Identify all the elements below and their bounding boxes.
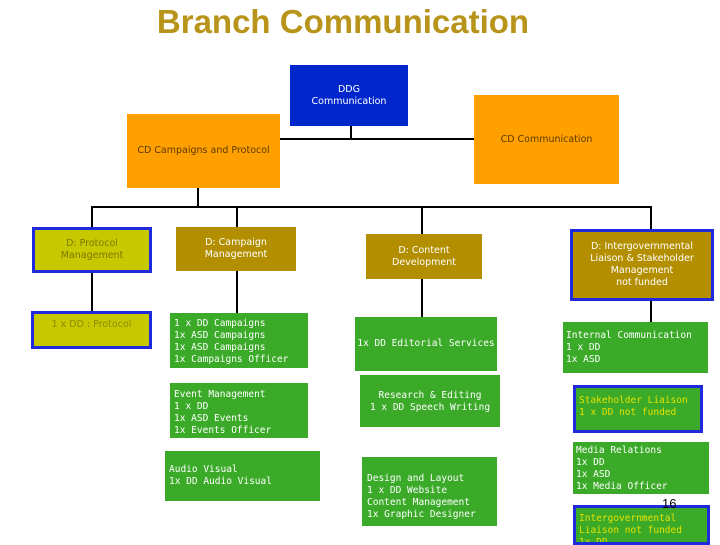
dd-protocol-box: 1 x DD : Protocol: [31, 311, 152, 349]
cd-communication-box: CD Communication: [474, 95, 619, 184]
connector-line: [236, 206, 238, 228]
connector-line: [197, 187, 199, 207]
intergovernmental-liaison-box: Intergovernmental Liaison not funded 1x …: [573, 505, 710, 545]
ddg-communication-box: DDG Communication: [290, 65, 408, 126]
cd-campaigns-protocol-box: CD Campaigns and Protocol: [127, 114, 280, 188]
design-layout-box: Design and Layout 1 x DD Website Content…: [362, 457, 497, 526]
connector-line: [91, 272, 93, 312]
d-content-development-box: D: Content Development: [366, 234, 482, 279]
connector-line: [91, 206, 93, 228]
connector-line: [650, 206, 652, 230]
page-title: Branch Communication: [156, 3, 530, 40]
d-intergovernmental-liaison-box: D: Intergovernmental Liaison & Stakehold…: [570, 229, 714, 301]
media-relations-box: Media Relations 1x DD 1x ASD 1x Media Of…: [573, 442, 709, 494]
research-editing-box: Research & Editing 1 x DD Speech Writing: [360, 375, 500, 427]
connector-line: [650, 300, 652, 322]
internal-communication-box: Internal Communication 1 x DD 1x ASD: [563, 322, 708, 373]
connector-line: [421, 206, 423, 234]
editorial-services-box: 1x DD Editorial Services: [355, 317, 497, 371]
d-protocol-management-box: D: Protocol Management: [32, 227, 152, 273]
connector-line: [91, 206, 651, 208]
connector-line: [236, 270, 238, 314]
stakeholder-liaison-box: Stakeholder Liaison 1 x DD not funded: [573, 385, 703, 433]
audio-visual-box: Audio Visual 1x DD Audio Visual: [165, 451, 320, 501]
connector-line: [197, 138, 552, 140]
connector-line: [421, 279, 423, 318]
campaigns-staff-box: 1 x DD Campaigns 1x ASD Campaigns 1x ASD…: [170, 313, 308, 368]
d-campaign-management-box: D: Campaign Management: [176, 227, 296, 271]
page-number: 16: [662, 496, 677, 511]
connector-line: [350, 126, 352, 139]
event-management-box: Event Management 1 x DD 1x ASD Events 1x…: [170, 383, 308, 438]
